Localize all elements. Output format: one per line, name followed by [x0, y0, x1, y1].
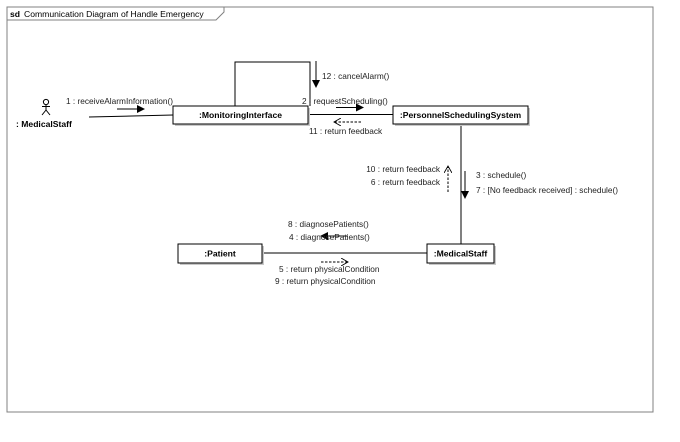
link-actor-monitoring [88, 114, 174, 118]
actor-label: : MedicalStaff [16, 119, 72, 129]
object-label: :Patient [204, 249, 236, 259]
msg-cancel-alarm: 12 : cancelAlarm() [322, 71, 390, 81]
msg-return-feedback-10: 10 : return feedback [366, 164, 441, 174]
msg-request-scheduling: 2 : requestScheduling() [302, 96, 388, 106]
links [88, 61, 462, 254]
msg-diagnose-8: 8 : diagnosePatients() [288, 219, 369, 229]
msg-diagnose-4: 4 : diagnosePatients() [289, 232, 370, 242]
frame-title: sd Communication Diagram of Handle Emerge… [10, 9, 204, 19]
actor-leg-right [45, 109, 51, 116]
object-label: :MedicalStaff [434, 249, 488, 259]
frame-keyword: sd [10, 9, 20, 19]
object-label: :MonitoringInterface [199, 110, 282, 120]
message-labels: 1 : receiveAlarmInformation() 12 : cance… [66, 71, 618, 286]
actor-head [42, 98, 50, 106]
object-patient[interactable]: :Patient [177, 243, 264, 265]
diagram-frame: sd Communication Diagram of Handle Emerge… [6, 6, 654, 413]
frame-title-text: Communication Diagram of Handle Emergenc… [24, 9, 204, 19]
object-medical-staff[interactable]: :MedicalStaff [426, 243, 496, 265]
link-self-monitoring [234, 61, 311, 106]
object-monitoring-interface[interactable]: :MonitoringInterface [172, 105, 310, 126]
object-personnel-scheduling-system[interactable]: :PersonnelSchedulingSystem [392, 105, 530, 126]
actor-medicalstaff [41, 98, 51, 116]
message-arrows [117, 61, 469, 262]
msg-return-condition-9: 9 : return physicalCondition [275, 276, 376, 286]
msg-schedule-3: 3 : schedule() [476, 170, 527, 180]
msg-return-condition-5: 5 : return physicalCondition [279, 264, 380, 274]
msg-receive-alarm: 1 : receiveAlarmInformation() [66, 96, 173, 106]
actor-leg-left [41, 109, 47, 116]
msg-schedule-7: 7 : [No feedback received] : schedule() [476, 185, 618, 195]
object-label: :PersonnelSchedulingSystem [400, 110, 522, 120]
msg-return-feedback-11: 11 : return feedback [309, 126, 383, 136]
msg-return-feedback-6: 6 : return feedback [371, 177, 441, 187]
